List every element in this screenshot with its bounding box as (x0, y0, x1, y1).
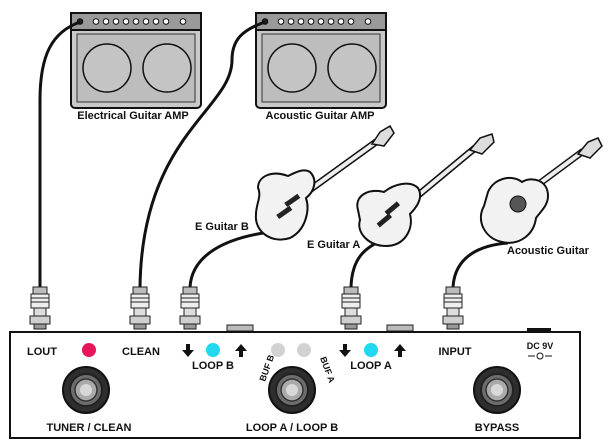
dc-label: DC 9V (527, 341, 554, 351)
loop-a-led (364, 343, 378, 357)
loop-a-plug (340, 286, 362, 330)
arrow-down-icon (339, 344, 351, 357)
amp-knob-icon (261, 18, 372, 25)
dc-polarity-icon (528, 352, 552, 360)
loop-a-label: LOOP A (350, 360, 392, 372)
loop-ab-label: LOOP A / LOOP B (246, 422, 338, 434)
loop-ab-footswitch[interactable] (268, 366, 316, 414)
buf-b-led (271, 343, 285, 357)
tuner-led (82, 343, 96, 357)
electric-guitar-a-icon (356, 133, 495, 248)
electric-amp-label: Electrical Guitar AMP (77, 110, 188, 122)
clean-label: CLEAN (122, 346, 160, 358)
amp-knob-icon (76, 18, 187, 25)
arrow-down-icon (182, 344, 194, 357)
bypass-footswitch[interactable] (473, 366, 521, 414)
loop-b-label: LOOP B (192, 360, 234, 372)
buf-a-led (297, 343, 311, 357)
acoustic-guitar-label: Acoustic Guitar (507, 245, 590, 257)
acoustic-guitar-icon (479, 137, 603, 244)
speaker-icon (142, 43, 192, 93)
tuner-clean-footswitch[interactable] (62, 366, 110, 414)
e-guitar-b-label: E Guitar B (195, 221, 249, 233)
loop-b-led (206, 343, 220, 357)
speaker-icon (267, 43, 317, 93)
acoustic-guitar-amp (255, 12, 387, 109)
lout-label: LOUT (27, 346, 57, 358)
acoustic-amp-label: Acoustic Guitar AMP (266, 110, 375, 122)
clean-plug (129, 286, 151, 330)
speaker-icon (327, 43, 377, 93)
loop-b-plug (179, 286, 201, 330)
e-guitar-a-label: E Guitar A (307, 239, 360, 251)
input-label: INPUT (439, 346, 472, 358)
arrow-up-icon (235, 344, 247, 357)
loop-a-return-jack (386, 324, 414, 332)
dc-jack (527, 328, 551, 332)
tuner-clean-label: TUNER / CLEAN (47, 422, 132, 434)
speaker-icon (82, 43, 132, 93)
electric-guitar-b-icon (254, 124, 395, 241)
input-plug (442, 286, 464, 330)
cables (38, 20, 509, 288)
electric-guitar-amp (70, 12, 202, 109)
lout-plug (29, 286, 51, 330)
arrow-up-icon (394, 344, 406, 357)
bypass-label: BYPASS (475, 422, 519, 434)
loop-b-return-jack (226, 324, 254, 332)
